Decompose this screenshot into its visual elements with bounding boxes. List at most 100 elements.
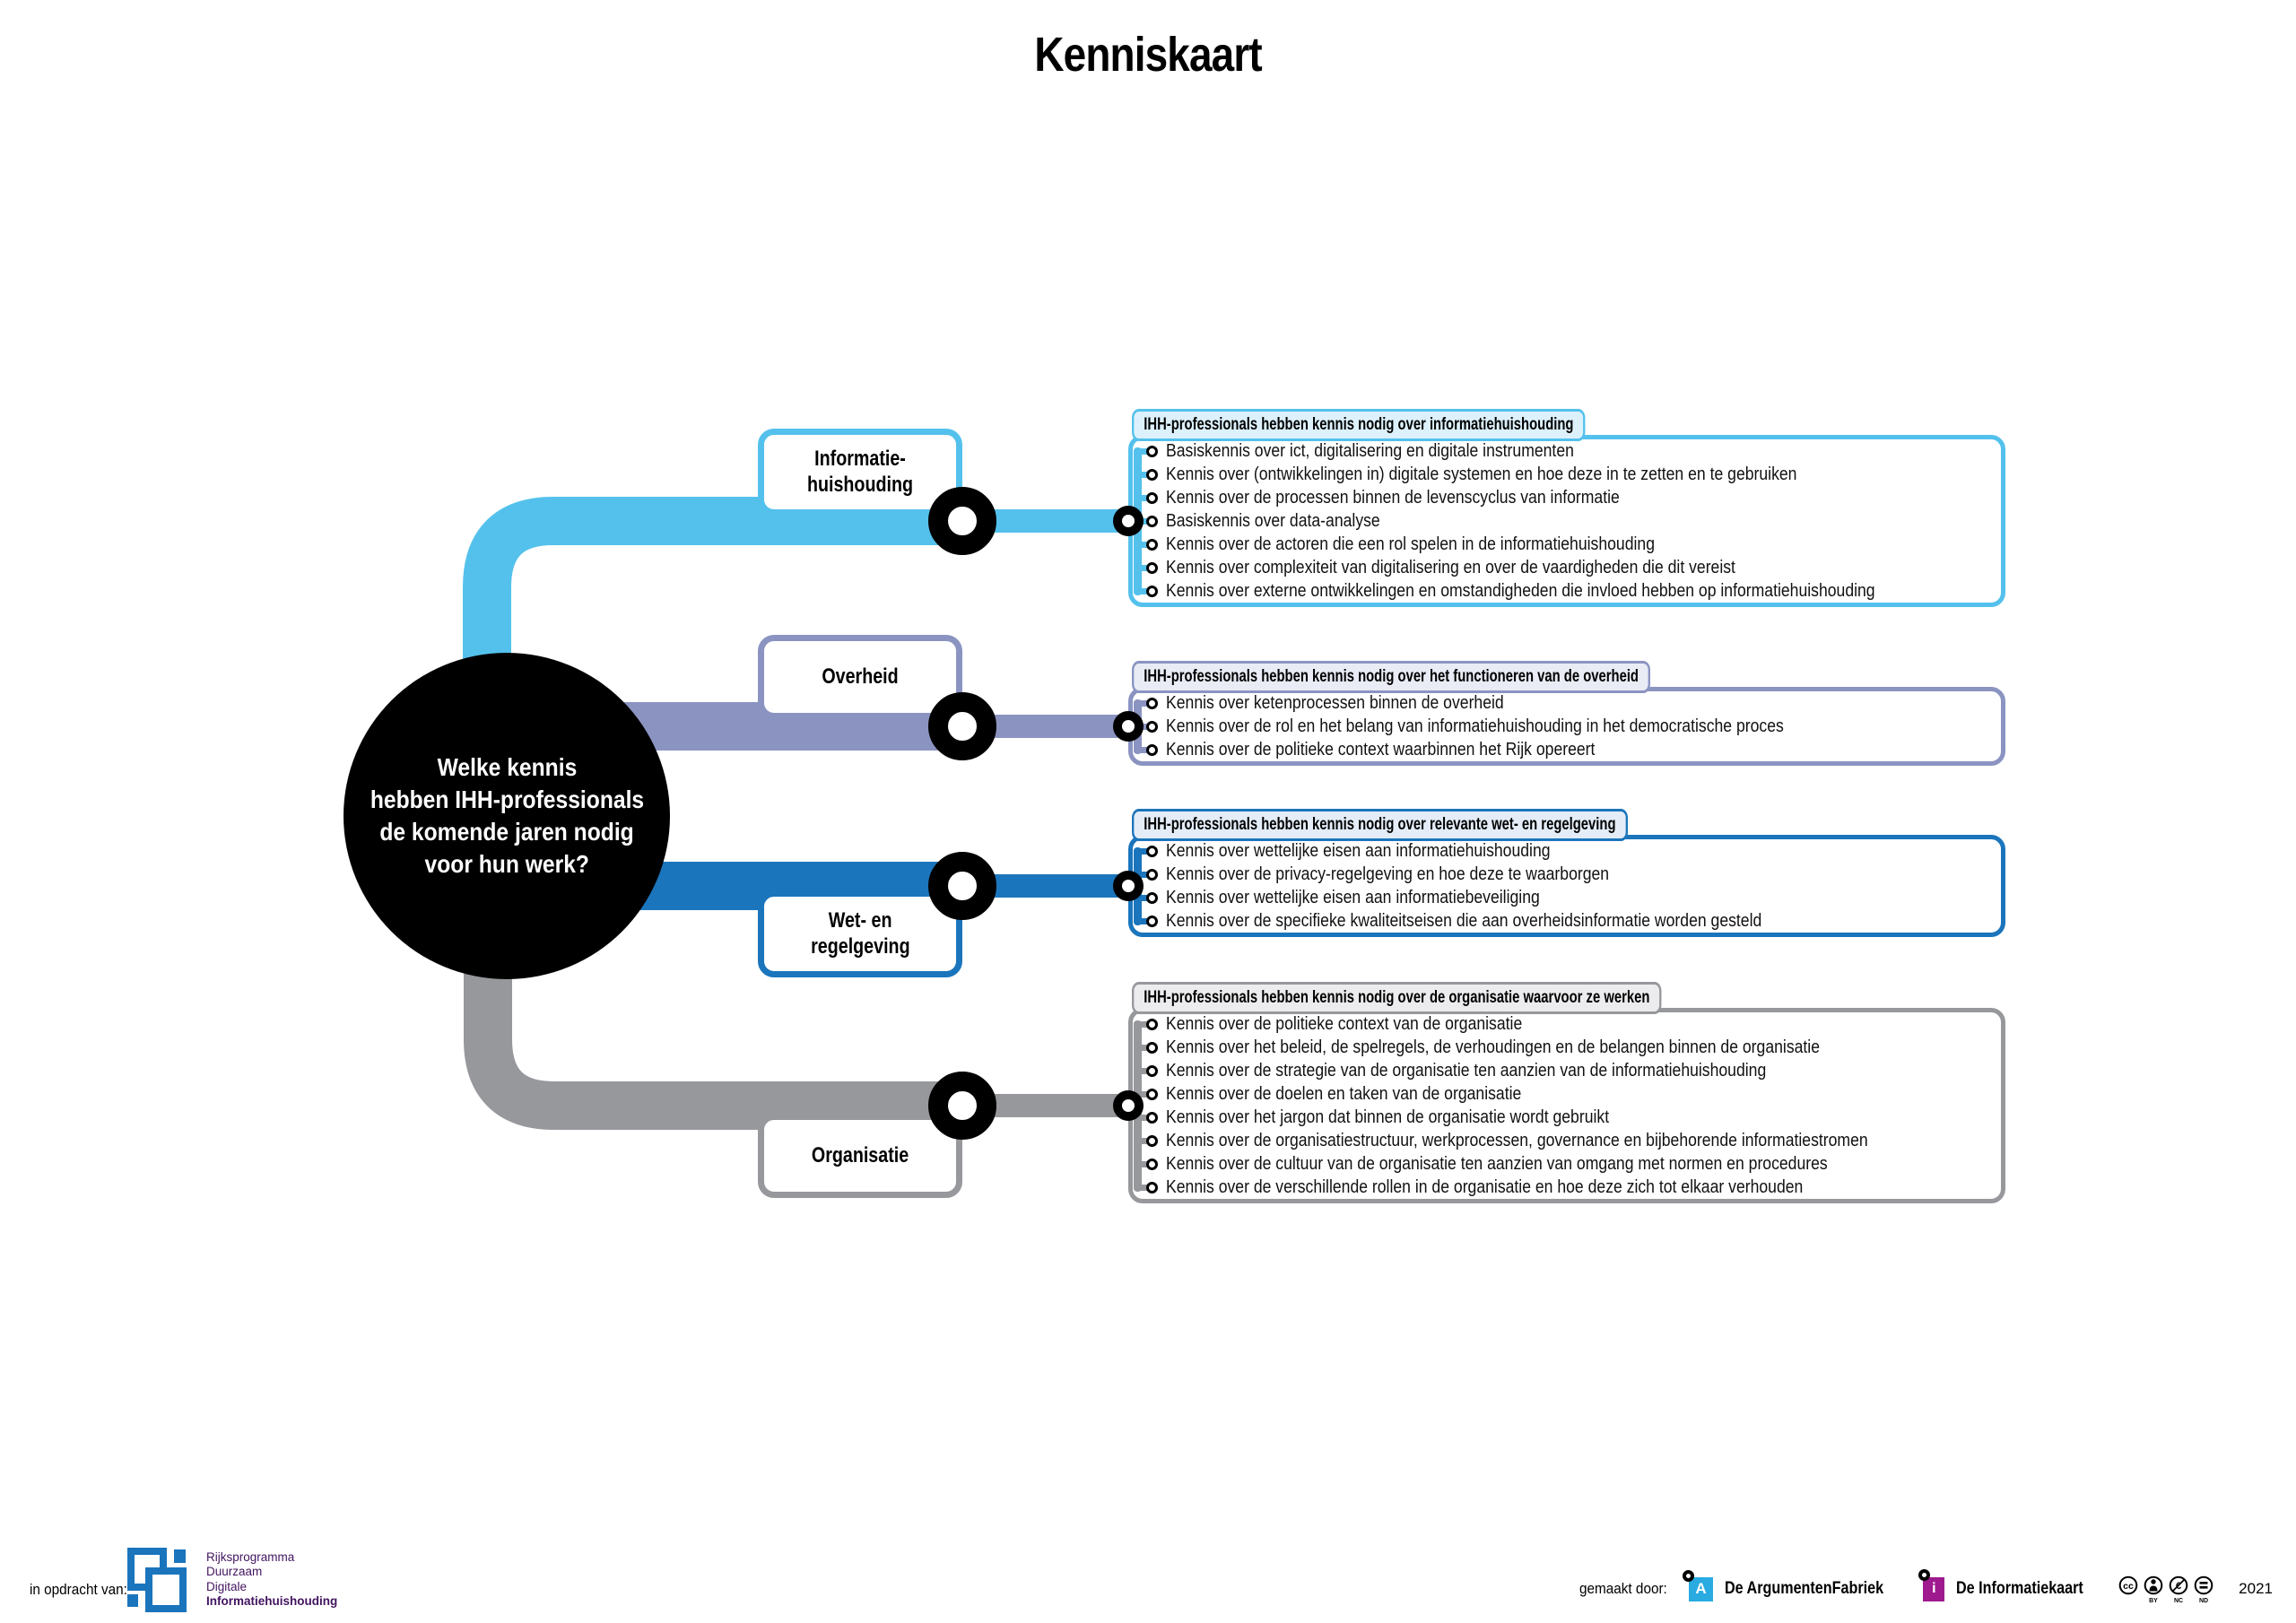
list-node-icon <box>1113 1090 1144 1121</box>
knowledge-item-text: Kennis over complexiteit van digitaliser… <box>1166 557 1735 577</box>
knowledge-item: Kennis over ketenprocessen binnen de ove… <box>1133 691 2001 715</box>
comb-stub <box>1134 746 1152 753</box>
item-bullet-ring-icon <box>1146 515 1158 527</box>
branch-node-icon <box>928 487 996 555</box>
item-bullet-ring-icon <box>1146 1134 1158 1147</box>
knowledge-item: Kennis over het beleid, de spelregels, d… <box>1133 1036 2001 1059</box>
knowledge-item: Kennis over de actoren die een rol spele… <box>1133 533 2001 556</box>
item-bullet-ring-icon <box>1146 1018 1158 1030</box>
informatiekaart-logo-icon: i <box>1918 1568 1945 1601</box>
list-header-text: IHH-professionals hebben kennis nodig ov… <box>1144 415 1574 434</box>
knowledge-item-text: Kennis over de processen binnen de leven… <box>1166 487 1620 508</box>
knowledge-item: Kennis over de processen binnen de leven… <box>1133 486 2001 509</box>
central-question-line: hebben IHH-professionals <box>370 785 644 814</box>
comb-stub <box>1134 1137 1152 1144</box>
item-bullet-ring-icon <box>1146 743 1158 756</box>
commissioner-name-line: Digitale <box>206 1579 248 1593</box>
comb-stub <box>1134 894 1152 901</box>
svg-text:BY: BY <box>2149 1598 2158 1604</box>
knowledge-item-text: Kennis over wettelijke eisen aan informa… <box>1166 840 1551 861</box>
item-bullet-ring-icon <box>1146 445 1158 457</box>
knowledge-item-text: Kennis over de rol en het belang van inf… <box>1166 716 1784 736</box>
item-bullet-ring-icon <box>1146 1111 1158 1124</box>
central-question-line: de komende jaren nodig <box>379 818 634 846</box>
comb-stub <box>1134 1160 1152 1167</box>
commissioner-name-line: Rijksprogramma <box>206 1550 295 1564</box>
knowledge-item: Basiskennis over data-analyse <box>1133 509 2001 533</box>
item-bullet-ring-icon <box>1146 1064 1158 1077</box>
item-bullet-ring-icon <box>1146 1158 1158 1170</box>
item-bullet-ring-icon <box>1146 915 1158 927</box>
item-bullet-ring-icon <box>1146 468 1158 481</box>
knowledge-item-text: Kennis over ketenprocessen binnen de ove… <box>1166 692 1504 713</box>
informatiekaart-logo-ring-icon <box>1918 1568 1931 1581</box>
knowledge-item-text: Kennis over de organisatiestructuur, wer… <box>1166 1130 1868 1150</box>
branch-label-line: huishouding <box>806 472 914 497</box>
branch-trunk-informatiehuishouding <box>463 497 967 708</box>
argumentenfabriek-logo-icon: A <box>1682 1569 1713 1601</box>
list-node-icon <box>1113 506 1144 536</box>
knowledge-list-organisatie: Kennis over de politieke context van de … <box>1128 1008 2005 1203</box>
knowledge-item-text: Kennis over het beleid, de spelregels, d… <box>1166 1037 1820 1057</box>
knowledge-item: Kennis over de politieke context waarbin… <box>1133 738 2001 761</box>
argumentenfabriek-logo-ring-icon <box>1682 1569 1694 1582</box>
list-node-icon <box>1113 871 1144 901</box>
list-header-informatiehuishouding: IHH-professionals hebben kennis nodig ov… <box>1132 409 1586 441</box>
knowledge-item: Kennis over de specifieke kwaliteitseise… <box>1133 909 2001 933</box>
knowledge-item: Kennis over de rol en het belang van inf… <box>1133 715 2001 738</box>
knowledge-item-text: Kennis over de strategie van de organisa… <box>1166 1060 1767 1081</box>
footer-credits: gemaakt door: A De ArgumentenFabriek i D… <box>1579 1568 2273 1609</box>
knowledge-item: Kennis over de privacy-regelgeving en ho… <box>1133 863 2001 886</box>
maker2-name: De Informatiekaart <box>1956 1579 2084 1598</box>
knowledge-item: Kennis over de politieke context van de … <box>1133 1012 2001 1036</box>
knowledge-list-wet-en-regelgeving: Kennis over wettelijke eisen aan informa… <box>1128 835 2005 937</box>
comb-stub <box>1134 1090 1152 1098</box>
item-bullet-ring-icon <box>1146 538 1158 551</box>
knowledge-item: Kennis over complexiteit van digitaliser… <box>1133 556 2001 579</box>
knowledge-item-text: Kennis over de cultuur van de organisati… <box>1166 1153 1828 1174</box>
comb-stub <box>1134 699 1152 707</box>
central-question-line: voor hun werk? <box>424 849 589 878</box>
list-header-overheid: IHH-professionals hebben kennis nodig ov… <box>1132 661 1651 693</box>
knowledge-list-informatiehuishouding: Basiskennis over ict, digitalisering en … <box>1128 435 2005 607</box>
knowledge-item: Kennis over externe ontwikkelingen en om… <box>1133 579 2001 603</box>
knowledge-item: Kennis over de verschillende rollen in d… <box>1133 1176 2001 1199</box>
item-bullet-ring-icon <box>1146 697 1158 709</box>
svg-text:cc: cc <box>2123 1581 2134 1592</box>
rijksprogramma-ddi-logo-icon <box>127 1548 187 1612</box>
comb-stub <box>1134 1020 1152 1028</box>
knowledge-list-overheid: Kennis over ketenprocessen binnen de ove… <box>1128 687 2005 766</box>
item-bullet-ring-icon <box>1146 891 1158 904</box>
central-question-line: Welke kennis <box>437 753 577 782</box>
item-bullet-ring-icon <box>1146 1181 1158 1193</box>
branch-label-line: regelgeving <box>810 933 910 959</box>
comb-stub <box>1134 494 1152 501</box>
comb-stub <box>1134 564 1152 571</box>
knowledge-item-text: Kennis over (ontwikkelingen in) digitale… <box>1166 464 1797 484</box>
creative-commons-license-icon: cc € BY NC ND <box>2118 1575 2213 1604</box>
comb-stub <box>1134 1067 1152 1074</box>
list-header-text: IHH-professionals hebben kennis nodig ov… <box>1144 815 1616 834</box>
comb-stub <box>1134 917 1152 924</box>
knowledge-item-text: Kennis over de politieke context van de … <box>1166 1013 1523 1034</box>
knowledge-item: Kennis over de strategie van de organisa… <box>1133 1059 2001 1082</box>
comb-stub <box>1134 447 1152 455</box>
knowledge-item: Kennis over (ontwikkelingen in) digitale… <box>1133 463 2001 486</box>
list-node-icon <box>1113 711 1144 742</box>
knowledge-item: Kennis over het jargon dat binnen de org… <box>1133 1106 2001 1129</box>
knowledge-item-text: Kennis over de politieke context waarbin… <box>1166 739 1596 759</box>
branch-label-informatiehuishouding: Informatie-huishouding <box>758 429 962 516</box>
knowledge-item: Kennis over de organisatiestructuur, wer… <box>1133 1129 2001 1152</box>
branch-label-overheid: Overheid <box>758 635 962 719</box>
informatiekaart-logo-letter: i <box>1923 1576 1945 1601</box>
knowledge-item-text: Kennis over de privacy-regelgeving en ho… <box>1166 864 1610 884</box>
knowledge-item-text: Kennis over de doelen en taken van de or… <box>1166 1083 1522 1104</box>
year-label: 2021 <box>2239 1580 2273 1597</box>
made-by-label: gemaakt door: <box>1579 1580 1668 1597</box>
argumentenfabriek-logo-letter: A <box>1688 1576 1713 1601</box>
knowledge-item-text: Kennis over de specifieke kwaliteitseise… <box>1166 910 1762 931</box>
branch-label-line: Informatie- <box>814 447 906 472</box>
knowledge-item-text: Kennis over wettelijke eisen aan informa… <box>1166 887 1540 907</box>
branch-label-line: Organisatie <box>811 1142 909 1167</box>
